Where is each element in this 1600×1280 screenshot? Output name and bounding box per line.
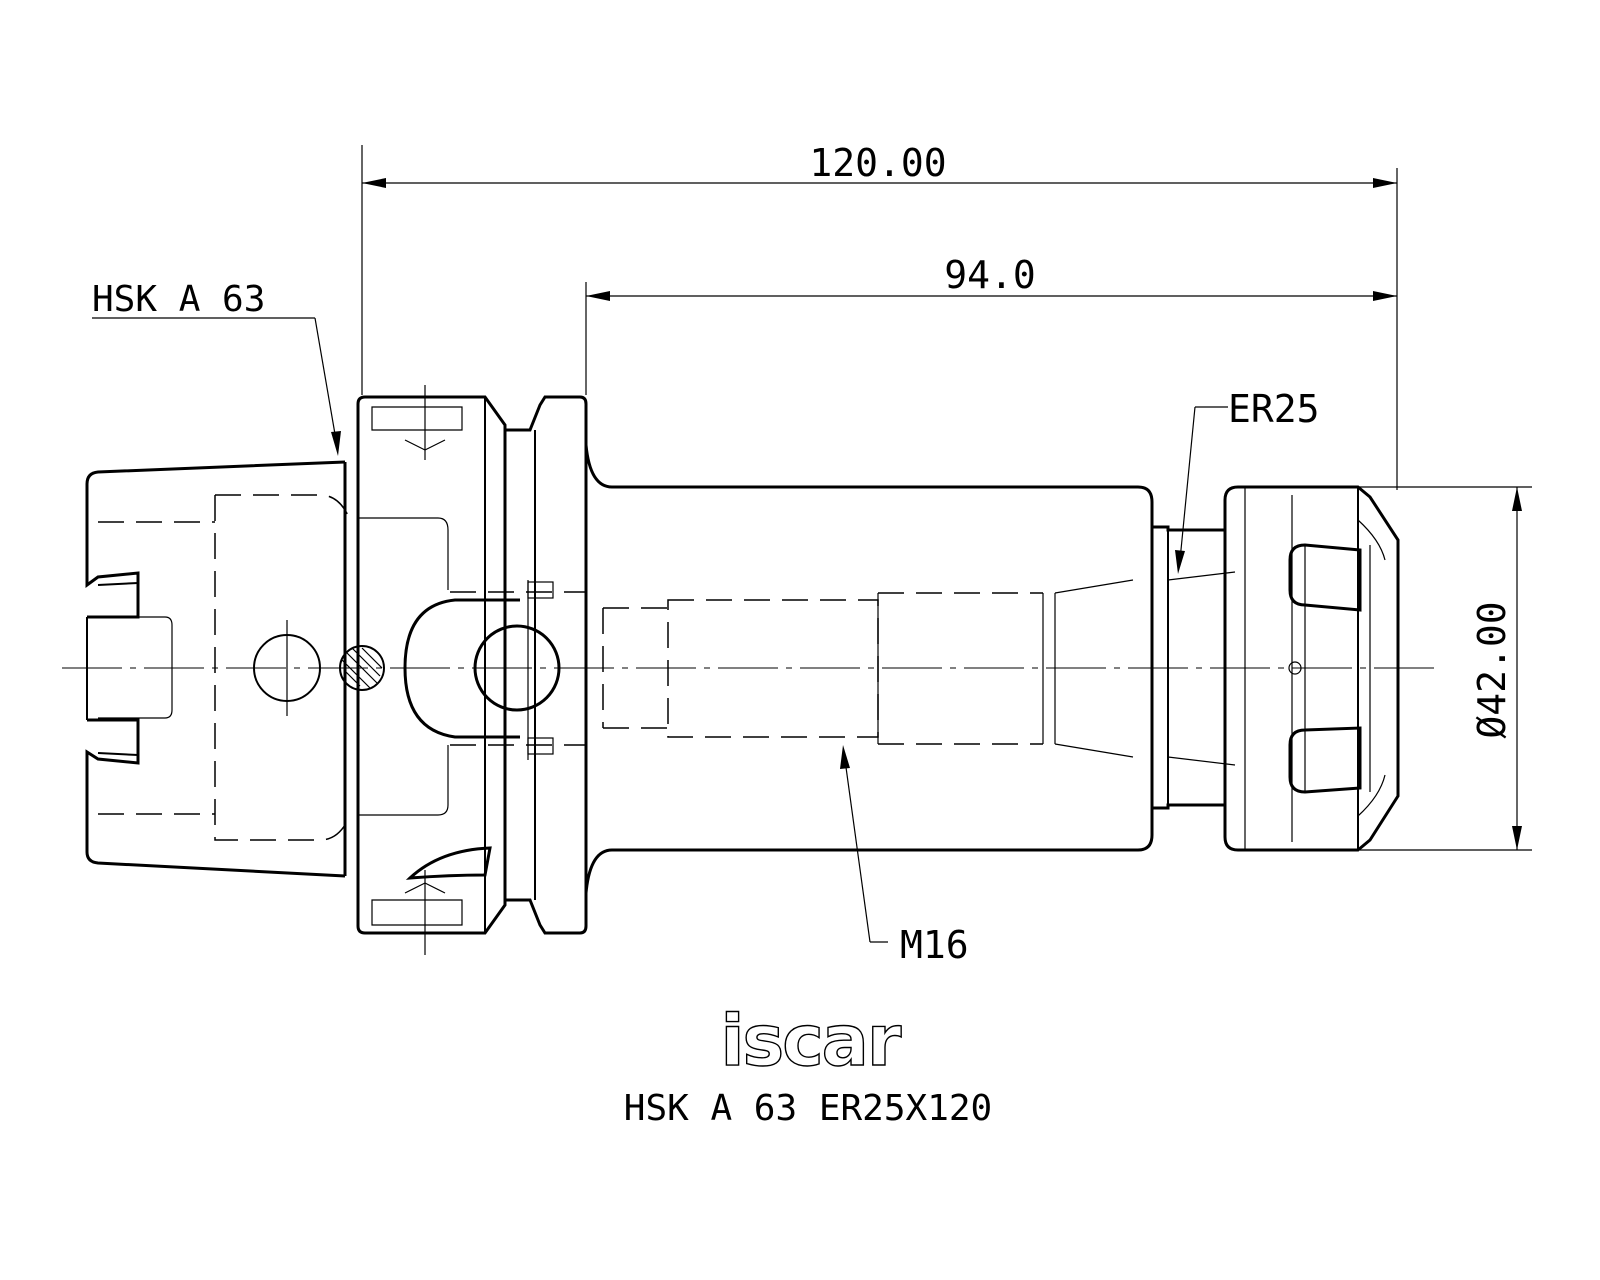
taper-label: HSK A 63 <box>92 279 265 320</box>
leader-taper <box>92 317 341 456</box>
hsk-taper <box>85 460 385 878</box>
designation-label: HSK A 63 ER25X120 <box>624 1088 992 1129</box>
collet-nut <box>1152 485 1400 852</box>
leader-collet <box>1175 406 1228 574</box>
shank-body <box>584 444 1154 894</box>
leader-thread <box>840 745 888 943</box>
shank-length-label: 94.0 <box>944 253 1036 297</box>
flange <box>356 385 588 955</box>
dimension-diameter <box>1240 486 1532 851</box>
svg-text:iscar: iscar <box>721 1000 902 1082</box>
overall-length-label: 120.00 <box>809 141 946 185</box>
thread-label: M16 <box>900 923 969 967</box>
diameter-label: Ø42.00 <box>1470 601 1514 738</box>
iscar-logo: iscar <box>720 999 905 1082</box>
dimension-shank-length <box>585 282 1397 395</box>
dimension-overall-length <box>361 145 1398 490</box>
collet-label: ER25 <box>1228 387 1320 431</box>
